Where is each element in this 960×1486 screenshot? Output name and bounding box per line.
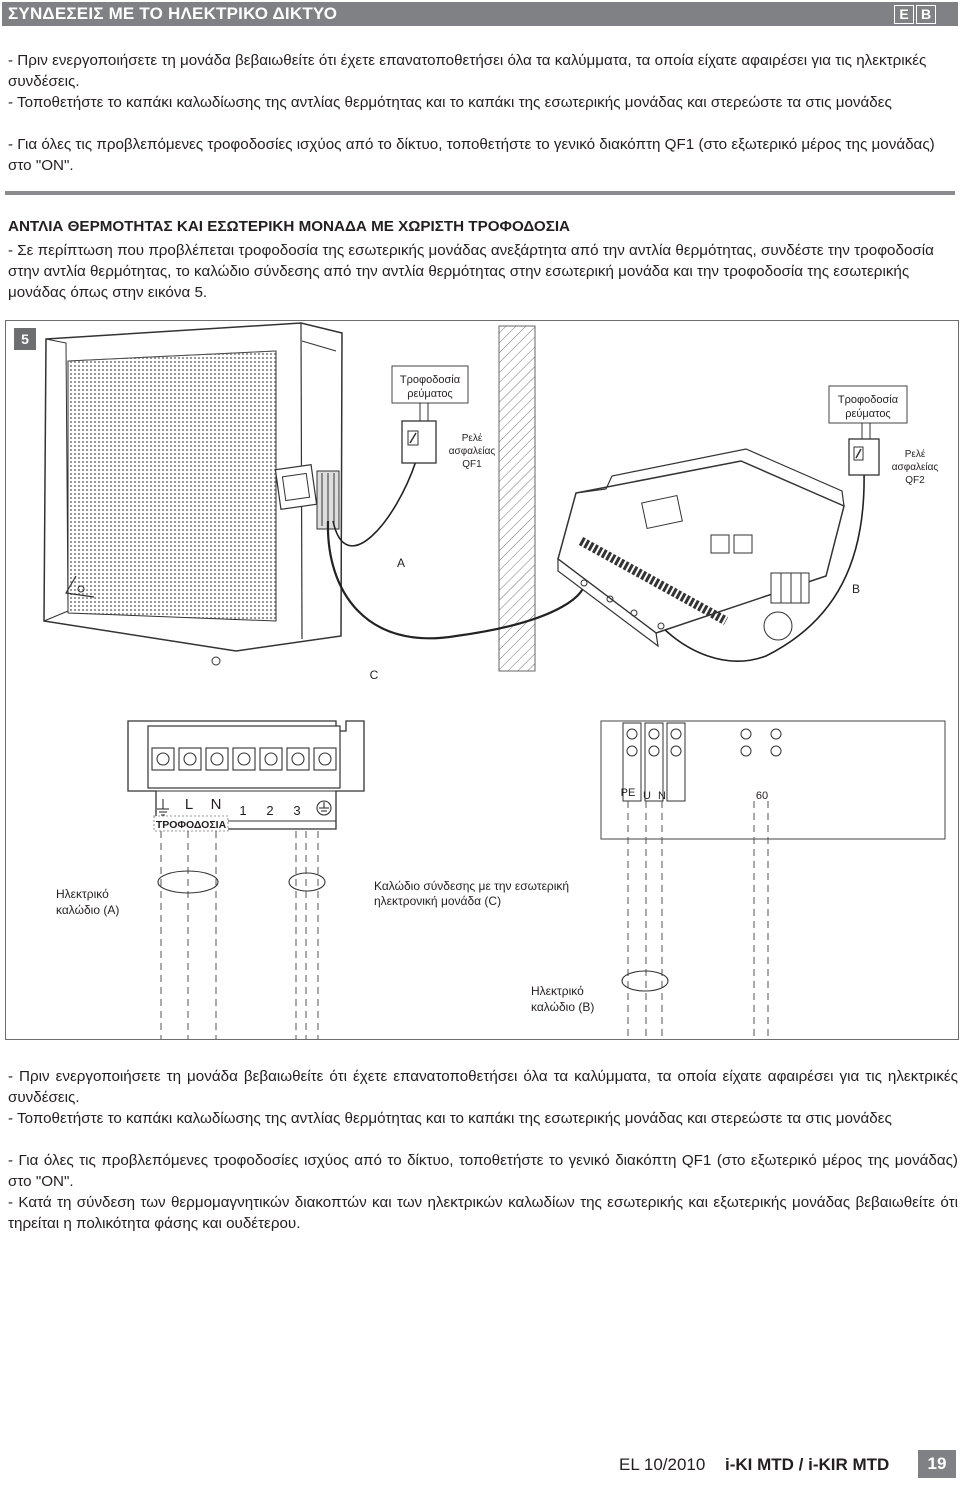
terminal-60: 60 xyxy=(756,790,768,802)
page-header: ΣΥΝΔΕΣΕΙΣ ΜΕ ΤΟ ΗΛΕΚΤΡΙΚΟ ΔΙΚΤΥΟ E B xyxy=(2,2,958,26)
cable-b-label-2: καλώδιο (B) xyxy=(531,1000,594,1014)
terminal-n: N xyxy=(211,796,222,813)
terminal-1: 1 xyxy=(239,803,246,818)
cable-a xyxy=(332,460,417,547)
cable-a-label-1: Ηλεκτρικό xyxy=(56,887,109,901)
outdoor-terminal-block xyxy=(127,720,365,830)
cable-b-label-1: Ηλεκτρικό xyxy=(531,984,584,998)
bottom-note-covers: - Πριν ενεργοποιήσετε τη μονάδα βεβαιωθε… xyxy=(8,1068,958,1106)
section-divider xyxy=(5,191,955,195)
bottom-note-polarity: - Κατά τη σύνδεση των θερμομαγνητικών δι… xyxy=(8,1194,958,1232)
relay-qf1-icon xyxy=(401,420,437,464)
terminal-3: 3 xyxy=(293,803,300,818)
relay-2-label-3: QF2 xyxy=(905,475,925,486)
terminal-n-indoor: N xyxy=(658,790,666,802)
power-label: ΤΡΟΦΟΔΟΣΙΑ xyxy=(156,819,227,831)
bottom-note-wiring-covers: - Τοποθετήστε το καπάκι καλωδίωσης της α… xyxy=(8,1110,892,1127)
note-wiring-covers: - Τοποθετήστε το καπάκι καλωδίωσης της α… xyxy=(8,94,892,111)
cable-b xyxy=(660,470,865,662)
wiring-figure: 5 xyxy=(5,320,959,1040)
label-b: B xyxy=(852,582,860,596)
figure-number: 5 xyxy=(14,328,36,350)
terminal-l: L xyxy=(185,796,193,813)
note-covers: - Πριν ενεργοποιήσετε τη μονάδα βεβαιωθε… xyxy=(8,52,927,90)
relay-1-label-2: ασφαλείας xyxy=(449,445,496,457)
terminal-2: 2 xyxy=(266,803,273,818)
section-title: ΑΝΤΛΙΑ ΘΕΡΜΟΤΗΤΑΣ ΚΑΙ ΕΣΩΤΕΡΙΚΗ ΜΟΝΑΔΑ Μ… xyxy=(8,218,571,235)
note-main-switch: - Για όλες τις προβλεπόμενες τροφοδοσίες… xyxy=(8,136,935,174)
cable-c-label-1: Καλώδιο σύνδεσης με την εσωτερική xyxy=(374,879,569,893)
ground-icon xyxy=(157,799,332,816)
supply-2-label-1: Τροφοδοσία xyxy=(838,394,899,406)
label-a: A xyxy=(397,556,405,570)
footer-edition: EL 10/2010 xyxy=(619,1455,706,1474)
bottom-note-main-switch: - Για όλες τις προβλεπόμενες τροφοδοσίες… xyxy=(8,1152,958,1190)
relay-2-label-1: Ρελέ xyxy=(905,448,926,460)
supply-1-label-2: ρεύματος xyxy=(407,388,452,400)
cable-a-label-2: καλώδιο (A) xyxy=(56,903,119,917)
supply-1-box xyxy=(391,365,469,404)
label-c: C xyxy=(370,668,379,682)
cable-bundle-rings xyxy=(157,870,669,992)
cable-c xyxy=(326,520,586,640)
page-number: 19 xyxy=(918,1450,956,1478)
supply-2-box xyxy=(828,385,908,424)
relay-1-label-3: QF1 xyxy=(462,459,482,470)
terminal-u: U xyxy=(643,790,651,802)
indoor-terminal-block xyxy=(600,720,946,840)
language-badge-b: B xyxy=(916,5,936,24)
supply-2-label-2: ρεύματος xyxy=(845,408,890,420)
section-body: - Σε περίπτωση που προβλέπεται τροφοδοσί… xyxy=(8,242,934,301)
cable-runs xyxy=(160,801,769,1039)
outdoor-unit xyxy=(43,322,343,666)
language-badge-e: E xyxy=(894,5,914,24)
relay-1-label-1: Ρελέ xyxy=(462,432,483,444)
page-title: ΣΥΝΔΕΣΕΙΣ ΜΕ ΤΟ ΗΛΕΚΤΡΙΚΟ ΔΙΚΤΥΟ xyxy=(8,4,338,23)
relay-qf2-icon xyxy=(848,438,880,476)
cable-c-label-2: ηλεκτρονική μονάδα (C) xyxy=(374,894,501,908)
power-label-box xyxy=(153,815,229,832)
terminal-pe: PE xyxy=(621,787,636,799)
relay-2-label-2: ασφαλείας xyxy=(892,461,939,473)
footer-model: i-KI MTD / i-KIR MTD xyxy=(725,1455,890,1474)
indoor-unit xyxy=(557,448,845,648)
wall xyxy=(498,325,536,672)
wiring-diagram: Τροφοδοσία ρεύματος Ρελέ ασφαλείας QF1 Τ… xyxy=(43,322,946,1039)
supply-1-label-1: Τροφοδοσία xyxy=(400,374,461,386)
